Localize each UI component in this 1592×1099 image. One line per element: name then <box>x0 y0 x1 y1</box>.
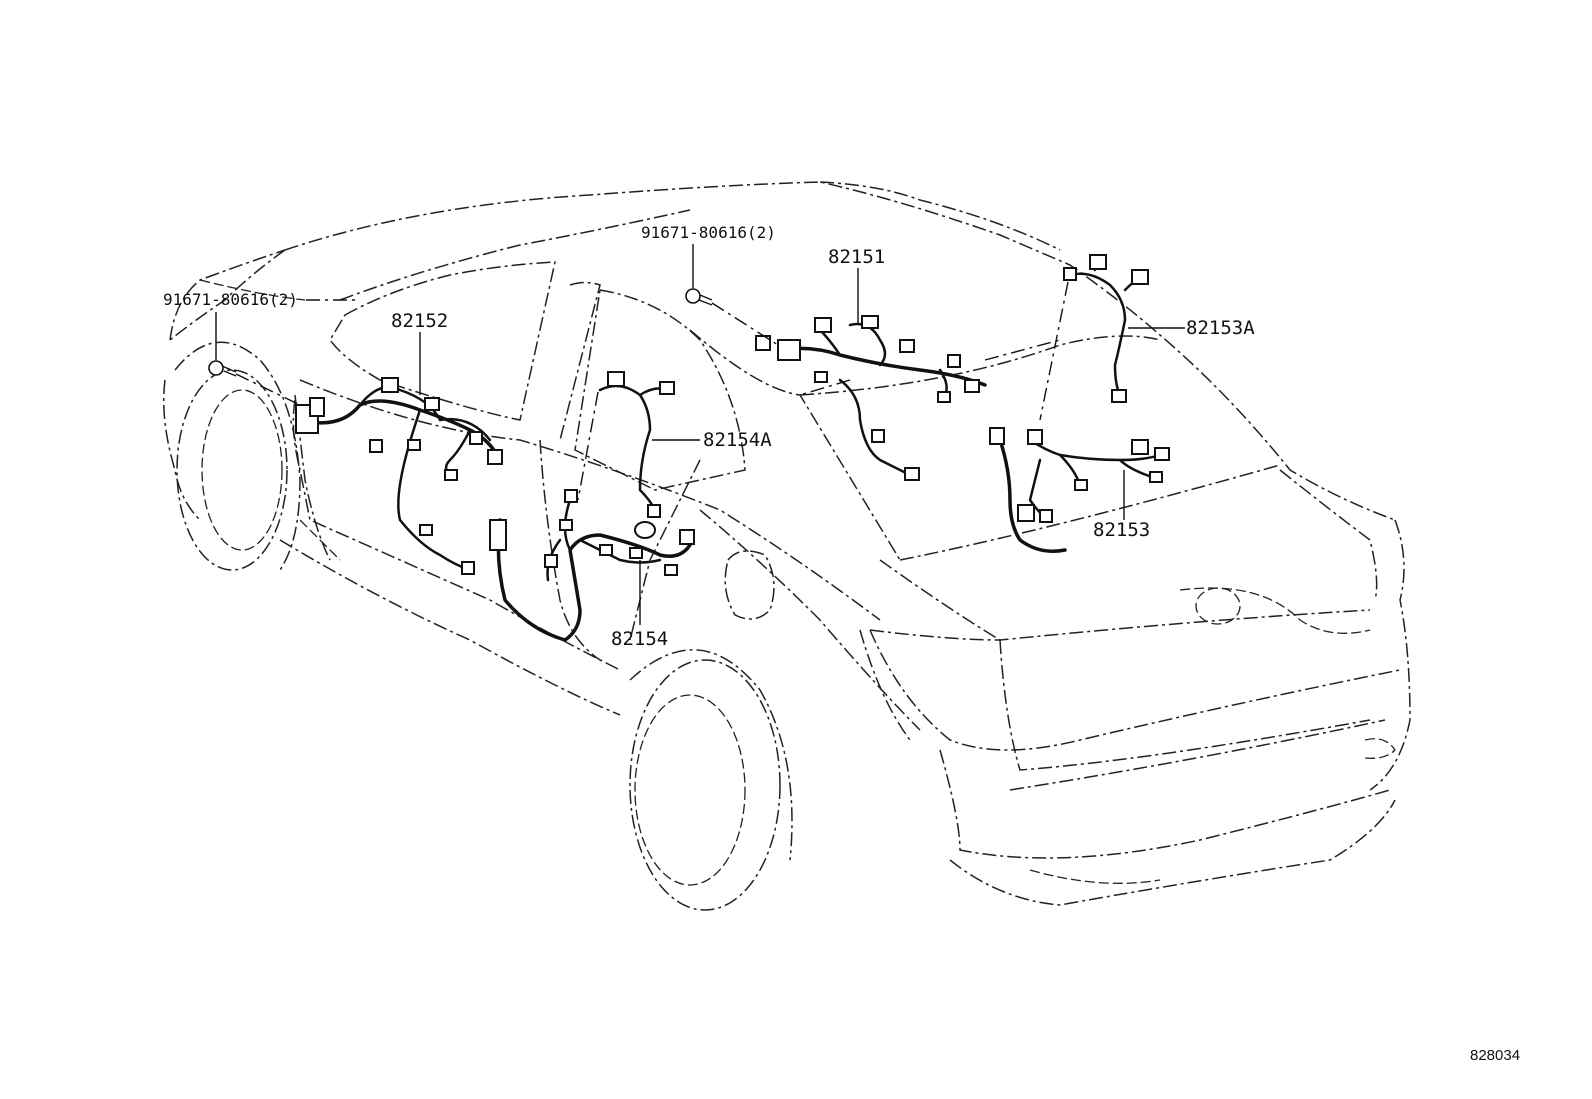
bolt-left <box>208 360 237 377</box>
harness-82151 <box>755 315 987 481</box>
bolt-top <box>685 288 713 306</box>
harness-82152 <box>295 377 503 575</box>
label-82153A: 82153A <box>1186 317 1255 339</box>
leader-lines <box>215 244 1185 625</box>
label-82154A: 82154A <box>703 429 772 451</box>
label-82151: 82151 <box>828 246 885 268</box>
harness-82153 <box>989 427 1170 553</box>
label-bolt-top: 91671-80616(2) <box>641 223 776 242</box>
label-82152: 82152 <box>391 310 448 332</box>
harness-82154 <box>489 489 695 642</box>
car-body-outline <box>163 181 1411 911</box>
label-82153: 82153 <box>1093 519 1150 541</box>
harness-82153A <box>1063 254 1149 403</box>
harness-82154A <box>598 371 675 518</box>
label-82154: 82154 <box>611 628 668 650</box>
label-bolt-left: 91671-80616(2) <box>163 290 298 309</box>
reference-number: 828034 <box>1470 1047 1520 1064</box>
